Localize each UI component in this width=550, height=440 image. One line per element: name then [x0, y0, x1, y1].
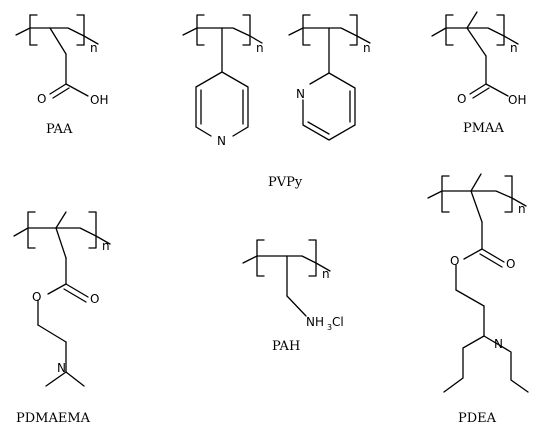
pah-nh: NH	[306, 315, 324, 329]
paa-carbonyl-o: O	[37, 92, 46, 106]
pah-repeat-n: n	[322, 267, 330, 281]
pmaa-structure: n O OH PMAA	[431, 11, 526, 136]
pvpy-4-ring-n: N	[217, 134, 226, 148]
pdmaema-amine-n: N	[57, 361, 66, 375]
pmaa-repeat-n: n	[510, 41, 518, 55]
pmaa-carbonyl-o: O	[457, 92, 466, 106]
pvpy-2-ring-n: N	[296, 87, 305, 101]
pdea-ester-o: O	[450, 254, 459, 268]
pdmaema-label: PDMAEMA	[16, 411, 91, 426]
pvpy-4-structure: n N	[182, 14, 264, 148]
pvpy-2-repeat-n: n	[363, 41, 371, 55]
pdmaema-repeat-n: n	[102, 239, 110, 253]
pdmaema-structure: n O O N PDMAEMA	[13, 211, 111, 426]
paa-repeat-n: n	[90, 41, 98, 55]
pvpy-2-structure: n N PVPy	[268, 14, 371, 190]
pvpy-4-repeat-n: n	[256, 41, 264, 55]
paa-structure: n O OH PAA	[15, 14, 108, 137]
pmaa-hydroxyl: OH	[508, 93, 526, 107]
pvpy-label: PVPy	[268, 175, 303, 190]
pdea-label: PDEA	[458, 411, 497, 426]
pdea-carbonyl-o: O	[506, 257, 515, 271]
pdmaema-ester-o: O	[32, 290, 41, 304]
pdea-repeat-n: n	[518, 202, 526, 216]
pdmaema-carbonyl-o: O	[90, 292, 99, 306]
pdea-amine-n: N	[494, 337, 503, 351]
pah-amine-group: NH 3 Cl	[306, 315, 344, 332]
paa-label: PAA	[46, 122, 73, 137]
pah-label: PAH	[272, 339, 300, 354]
pah-cl: Cl	[332, 315, 344, 329]
pah-structure: n NH 3 Cl PAH	[242, 239, 344, 354]
paa-hydroxyl: OH	[90, 93, 108, 107]
pah-h-subscript: 3	[327, 323, 332, 332]
pdea-structure: n O O N PDEA	[427, 173, 529, 426]
pmaa-label: PMAA	[463, 121, 504, 136]
